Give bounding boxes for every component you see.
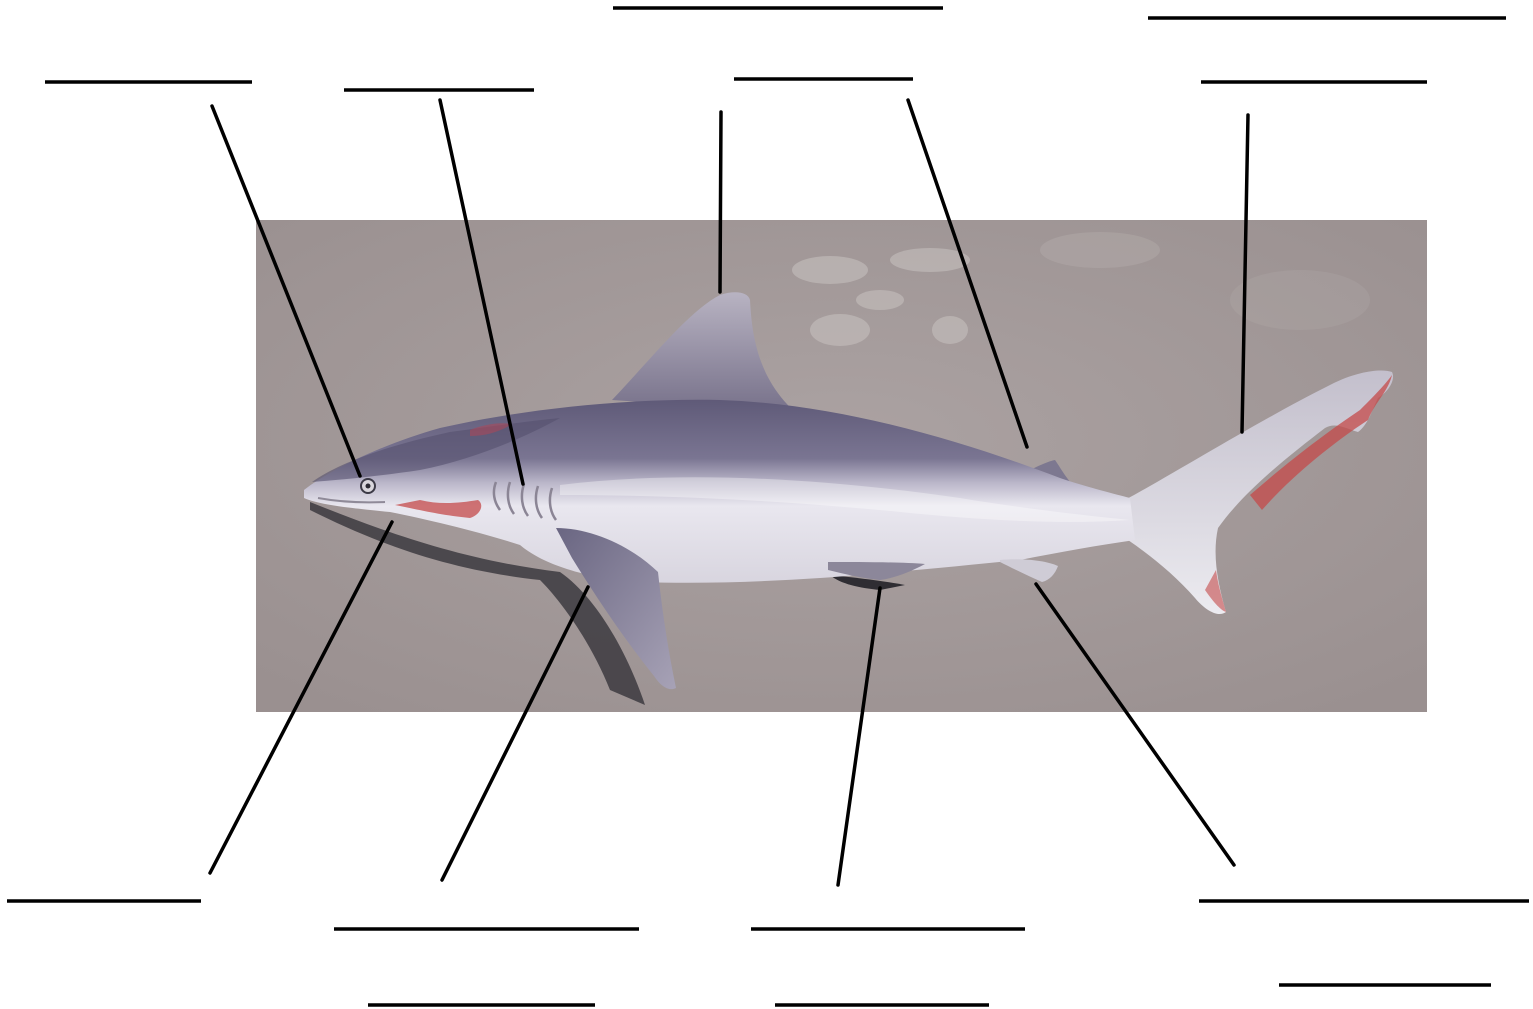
shark-pupil	[366, 484, 371, 489]
leader-line-first-dorsal-fin	[720, 112, 721, 292]
